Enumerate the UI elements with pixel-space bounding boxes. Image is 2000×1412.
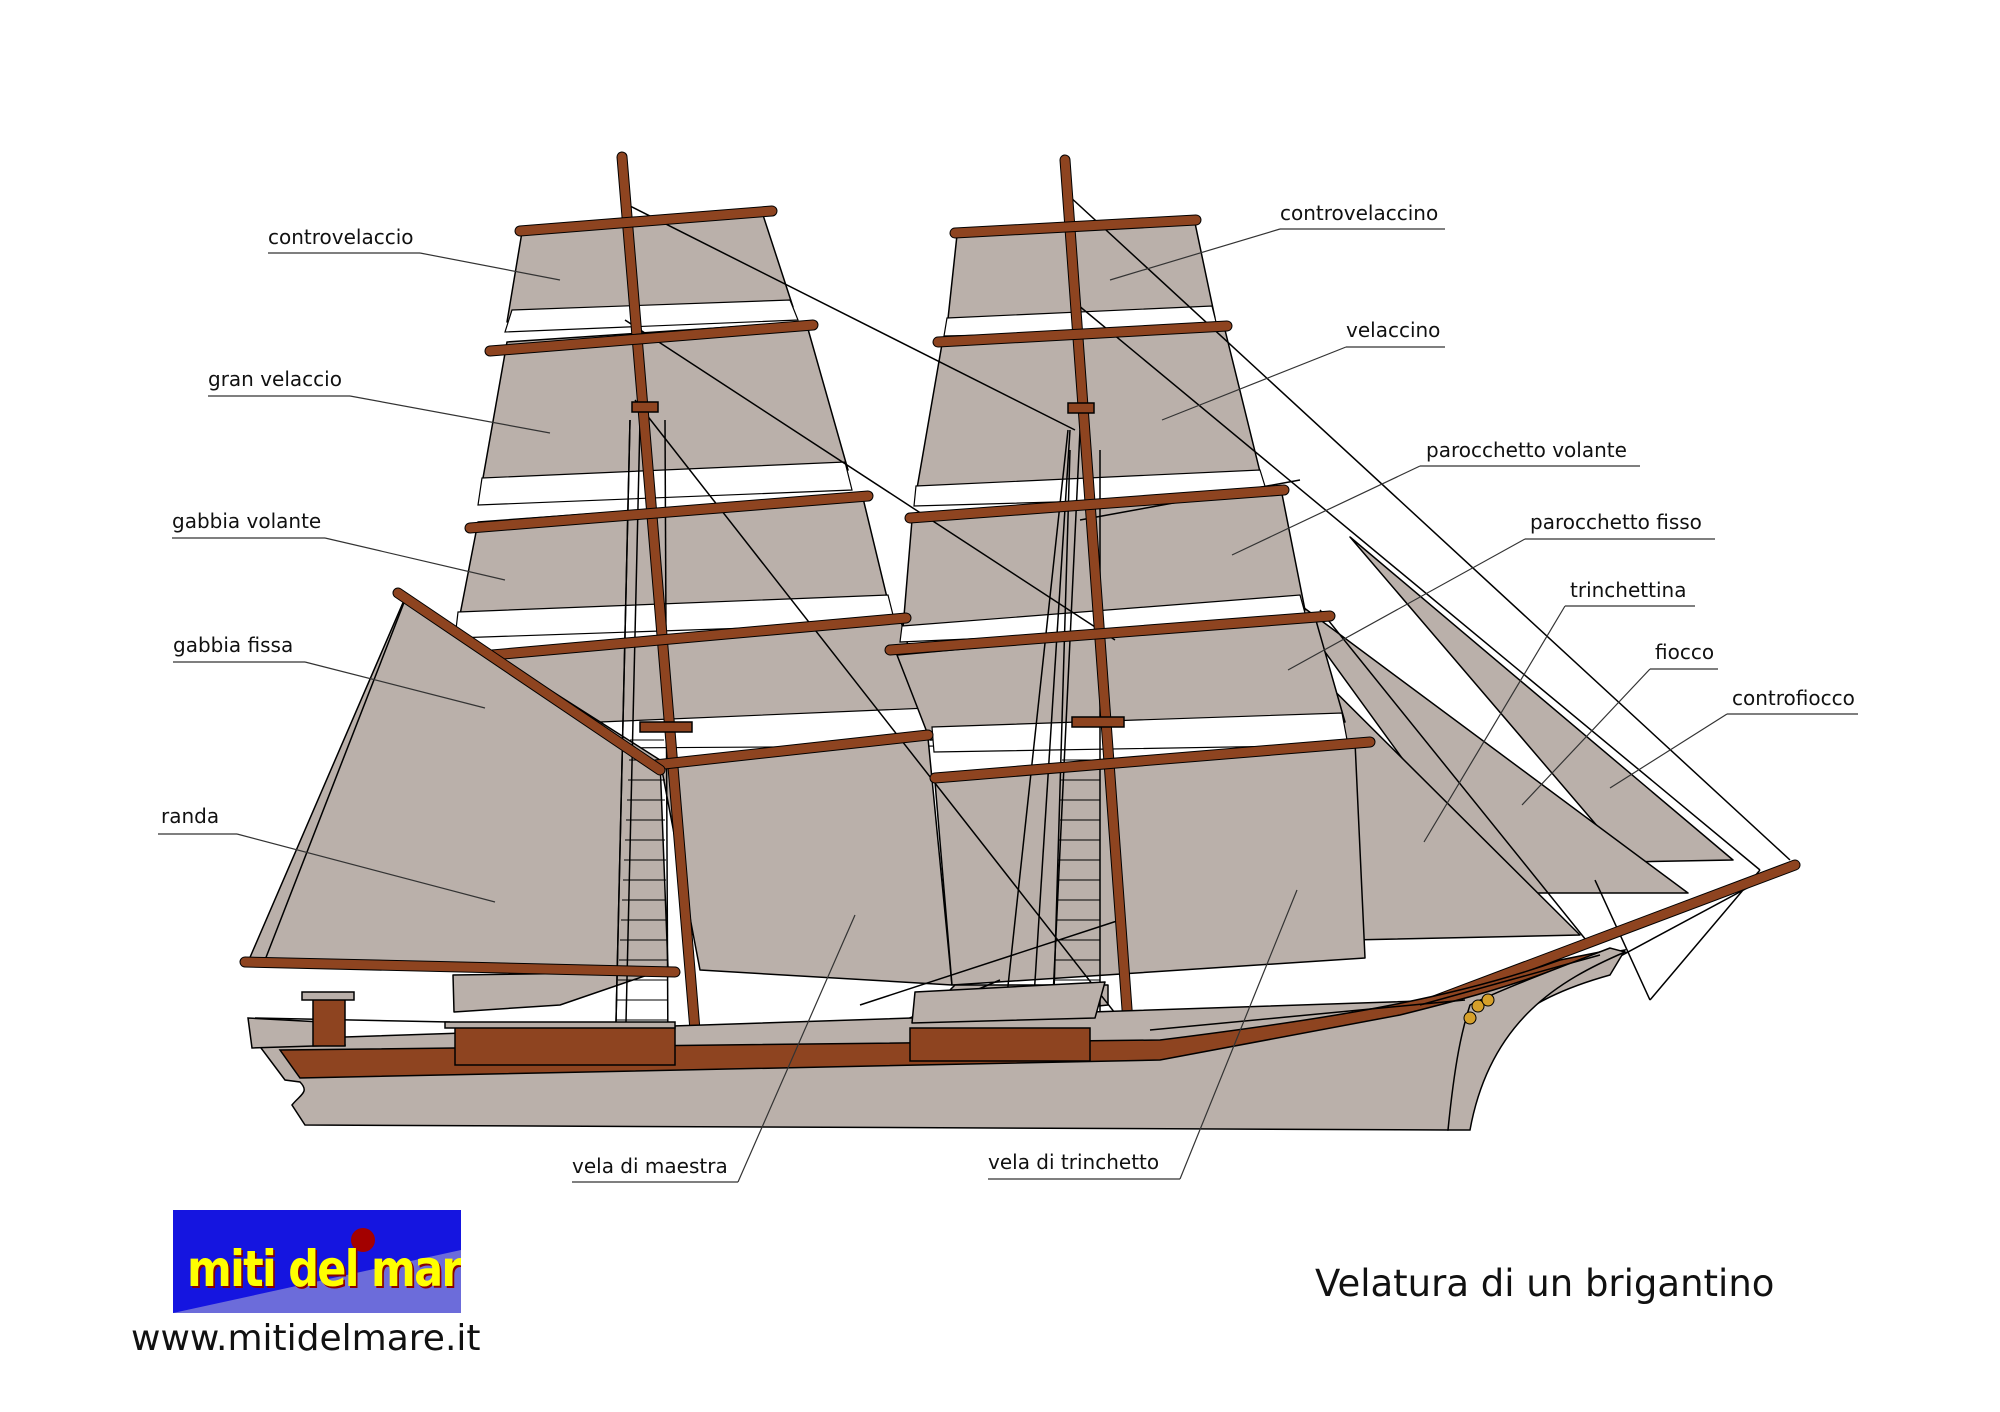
chimney: [312, 997, 346, 1047]
sail-controfiocco: [1349, 536, 1734, 863]
label-parocchetto-volante: parocchetto volante: [1231, 438, 1640, 556]
gap-1: [504, 299, 799, 333]
svg-text:velaccino: velaccino: [1346, 318, 1440, 342]
logo-text: miti del mare: [187, 1240, 461, 1298]
svg-text:randa: randa: [161, 804, 219, 828]
svg-text:controfiocco: controfiocco: [1732, 686, 1855, 710]
svg-text:parocchetto fisso: parocchetto fisso: [1530, 510, 1702, 534]
label-gabbia-fissa: gabbia fissa: [173, 633, 486, 709]
sail-vela-di-trinchetto: [934, 741, 1366, 986]
svg-text:parocchetto volante: parocchetto volante: [1426, 438, 1627, 462]
label-parocchetto-fisso: parocchetto fisso: [1287, 510, 1715, 671]
website-url[interactable]: www.mitidelmare.it: [131, 1318, 481, 1359]
label-controvelaccino: controvelaccino: [1109, 201, 1445, 281]
bow-curve: [1447, 947, 1628, 1131]
label-trinchettina: trinchettina: [1423, 578, 1695, 843]
svg-text:gabbia volante: gabbia volante: [172, 509, 321, 533]
label-vela-di-trinchetto: vela di trinchetto: [988, 889, 1298, 1180]
miti-del-mare-logo[interactable]: miti del mare: [173, 1210, 461, 1313]
cabin-aft: [454, 1026, 676, 1066]
svg-text:controvelaccino: controvelaccino: [1280, 201, 1438, 225]
hull: [247, 947, 1628, 1131]
svg-text:gabbia fissa: gabbia fissa: [173, 633, 293, 657]
svg-text:controvelaccio: controvelaccio: [268, 225, 414, 249]
label-gabbia-volante: gabbia volante: [172, 509, 506, 581]
label-gran-velaccio: gran velaccio: [208, 367, 551, 434]
svg-text:vela di trinchetto: vela di trinchetto: [988, 1150, 1159, 1174]
fore-ratlines: [1051, 449, 1101, 1061]
label-controvelaccio: controvelaccio: [268, 225, 561, 281]
logo-streak: [173, 1228, 461, 1313]
label-vela-di-maestra: vela di maestra: [572, 914, 856, 1183]
cabin-fore: [909, 1027, 1091, 1062]
svg-text:gran velaccio: gran velaccio: [208, 367, 342, 391]
label-controfiocco: controfiocco: [1609, 686, 1858, 789]
svg-text:trinchettina: trinchettina: [1570, 578, 1686, 602]
diagram-title: Velatura di un brigantino: [1315, 1262, 1775, 1305]
svg-text:fiocco: fiocco: [1655, 640, 1714, 664]
label-randa: randa: [158, 804, 496, 903]
boat-on-deck: [911, 981, 1106, 1024]
svg-text:vela di maestra: vela di maestra: [572, 1154, 728, 1178]
sail-vela-di-maestra: [659, 737, 953, 986]
mast-tops: [631, 401, 1125, 733]
label-fiocco: fiocco: [1521, 640, 1718, 806]
main-mast-sails: [247, 211, 953, 1013]
label-velaccino: velaccino: [1161, 318, 1445, 421]
